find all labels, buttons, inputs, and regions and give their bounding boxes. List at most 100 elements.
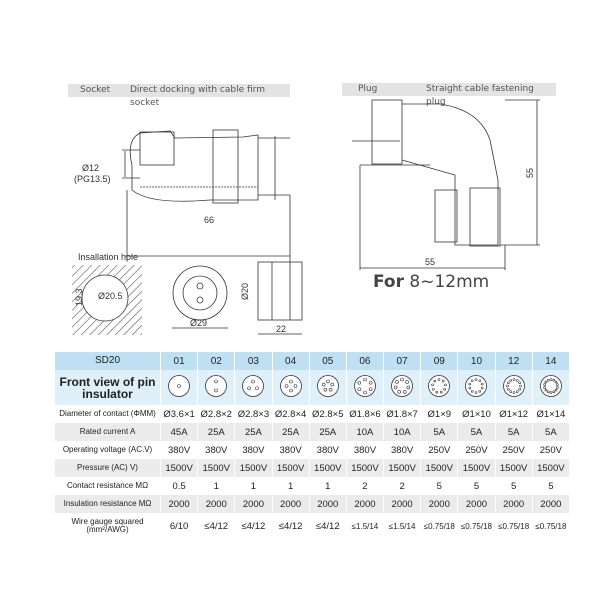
spec-value: 380V — [160, 441, 199, 459]
pin-mark — [247, 386, 252, 391]
spec-value: 380V — [383, 441, 422, 459]
pin-layout-icon — [502, 375, 525, 397]
pin-mark — [444, 383, 447, 387]
pin-mark — [433, 379, 437, 383]
pg-label: (PG13.5) — [74, 174, 111, 184]
spec-value: 25A — [309, 423, 347, 441]
spec-value: ≤0.75/18 — [457, 513, 496, 539]
pin-mark — [437, 378, 441, 381]
spec-value: 250V — [495, 441, 533, 459]
spec-value: 1 — [272, 477, 310, 495]
plug-label: Plug — [358, 84, 378, 94]
model-header: 07 — [383, 352, 422, 370]
spec-value: 5 — [420, 477, 459, 495]
spec-value: 2000 — [346, 495, 385, 513]
pin-mark — [214, 379, 219, 384]
pin-mark — [471, 379, 474, 383]
pin-insulator-cell — [495, 370, 533, 405]
spec-value: Ø2.8×3 — [234, 405, 273, 423]
hole-flat-label: 19.3 — [74, 288, 84, 306]
technical-drawing: Ø12 (PG13.5) 66 Insallation hole Ø20.5 1… — [72, 99, 540, 335]
pin-mark — [543, 386, 546, 389]
pin-insulator-cell — [272, 370, 310, 405]
spec-value: 250V — [420, 441, 459, 459]
spec-value: Ø3.6×1 — [160, 405, 199, 423]
pin-mark — [475, 378, 478, 381]
pin-mark — [554, 380, 558, 384]
spec-value: 1500V — [160, 459, 199, 477]
spec-label: Diameter of contact (ΦMM) — [55, 405, 161, 423]
model-header: 03 — [234, 352, 273, 370]
spec-value: 1500V — [457, 459, 496, 477]
pin-mark — [432, 387, 435, 391]
plug-height-label: 55 — [525, 168, 535, 178]
pin-mark — [363, 390, 367, 395]
pin-mark — [546, 390, 550, 394]
spec-value: Ø1×14 — [532, 405, 571, 423]
spec-value: 5 — [532, 477, 571, 495]
spec-label: Operating voltage (AC.V) — [55, 441, 161, 459]
socket-side-view — [122, 129, 291, 262]
spec-value: 1500V — [197, 459, 236, 477]
spec-value: 2 — [346, 477, 385, 495]
pin-mark — [481, 382, 484, 386]
spec-value: 2000 — [234, 495, 273, 513]
pin-mark — [555, 383, 559, 386]
pin-mark — [442, 379, 445, 383]
pin-mark — [321, 382, 326, 387]
spec-value: ≤0.75/18 — [495, 513, 533, 539]
body-length-label: 22 — [276, 324, 286, 334]
pin-mark — [435, 390, 439, 394]
pin-mark — [288, 388, 293, 393]
pin-layout-icon — [242, 375, 265, 397]
pin-mark — [400, 377, 404, 382]
spec-value: Ø2.8×2 — [197, 405, 236, 423]
model-header: 05 — [309, 352, 347, 370]
plug-title-bar: Plug Straight cable fastening plug — [342, 83, 556, 107]
spec-value: 1500V — [495, 459, 533, 477]
pin-layout-icon — [205, 375, 228, 397]
pin-mark — [431, 383, 435, 387]
socket-length-label: 66 — [204, 215, 214, 225]
spec-value: 2000 — [197, 495, 236, 513]
pin-mark — [509, 379, 512, 382]
model-header: 14 — [532, 352, 571, 370]
spec-value: 25A — [197, 423, 236, 441]
pin-mark — [214, 388, 219, 393]
plug-title: Straight cable fastening plug — [426, 84, 534, 107]
pin-mark — [293, 384, 297, 388]
spec-label: Wire gauge squared (mm²/AWG) — [55, 513, 161, 539]
spec-value: 380V — [309, 441, 347, 459]
pin-mark — [284, 384, 288, 388]
spec-value: 1500V — [272, 459, 310, 477]
pin-insulator-cell — [532, 370, 571, 405]
spec-label: Rated current A — [55, 423, 161, 441]
pin-insulator-cell — [346, 370, 385, 405]
spec-value: ≤0.75/18 — [420, 513, 459, 539]
pin-mark — [478, 379, 482, 383]
pin-insulator-cell — [197, 370, 236, 405]
socket-body-view — [257, 261, 303, 335]
cable-range-note: For 8~12mm — [373, 272, 489, 292]
pin-mark — [368, 387, 373, 392]
pin-insulator-cell — [160, 370, 199, 405]
spec-value: ≤4/12 — [272, 513, 310, 539]
spec-value: 2000 — [309, 495, 347, 513]
pin-mark — [546, 378, 550, 382]
spec-value: Ø1×12 — [495, 405, 533, 423]
model-header: 06 — [346, 352, 385, 370]
front-view-label: Front view of pin insulator — [55, 370, 161, 405]
pin-mark — [544, 380, 548, 384]
spec-label: Insulation resistance MΩ — [55, 495, 161, 513]
pin-mark — [554, 388, 558, 392]
model-header: 01 — [160, 352, 199, 370]
pin-mark — [517, 381, 521, 385]
pin-mark — [481, 386, 484, 390]
pin-mark — [475, 391, 478, 394]
spec-value: 1500V — [234, 459, 273, 477]
install-hole-title: Insallation hole — [78, 252, 138, 262]
